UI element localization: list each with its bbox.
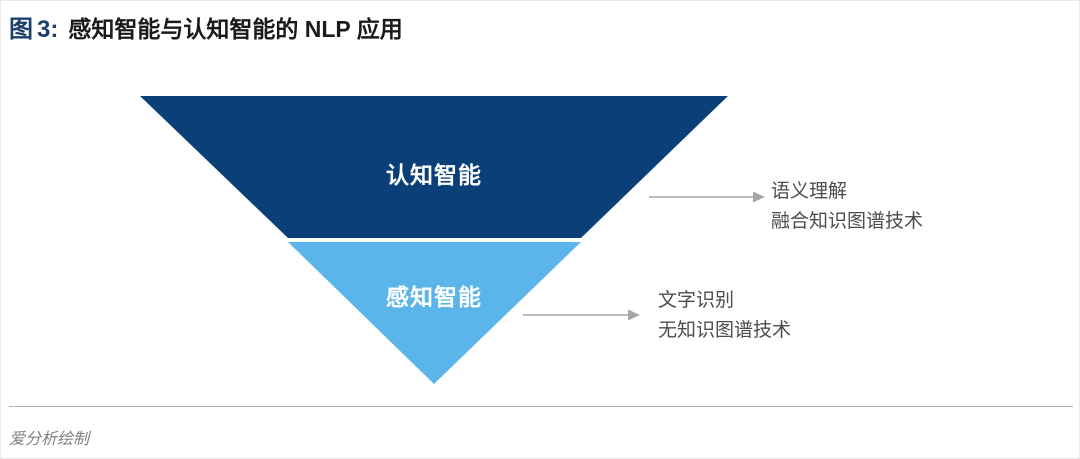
funnel-stage-cognitive-label: 认知智能 <box>386 162 482 188</box>
annotation-perceptual-line-2: 无知识图谱技术 <box>658 320 792 341</box>
figure-title-text: 感知智能与认知智能的 NLP 应用 <box>68 16 403 42</box>
annotation-cognitive: 语义理解 融合知识图谱技术 <box>771 177 923 237</box>
connector-arrow-bottom <box>523 309 640 321</box>
connector-arrow-top <box>649 191 765 203</box>
funnel-stage-perceptual-shape <box>288 242 581 384</box>
footer-source-note: 爱分析绘制 <box>9 431 90 448</box>
annotation-perceptual-line-1: 文字识别 <box>658 290 735 311</box>
annotation-perceptual: 文字识别 无知识图谱技术 <box>658 286 791 346</box>
funnel-stage-perceptual-label: 感知智能 <box>386 284 482 310</box>
annotation-cognitive-line-1: 语义理解 <box>771 181 848 202</box>
figure-number-label: 3: <box>37 16 59 43</box>
page-title: 图 3: 感知智能与认知智能的 NLP 应用 <box>9 9 403 44</box>
funnel-stage-cognitive-shape <box>140 96 728 238</box>
annotation-cognitive-line-2: 融合知识图谱技术 <box>771 211 924 232</box>
footer-divider <box>9 406 1073 407</box>
figure-word-label: 图 <box>9 16 33 43</box>
